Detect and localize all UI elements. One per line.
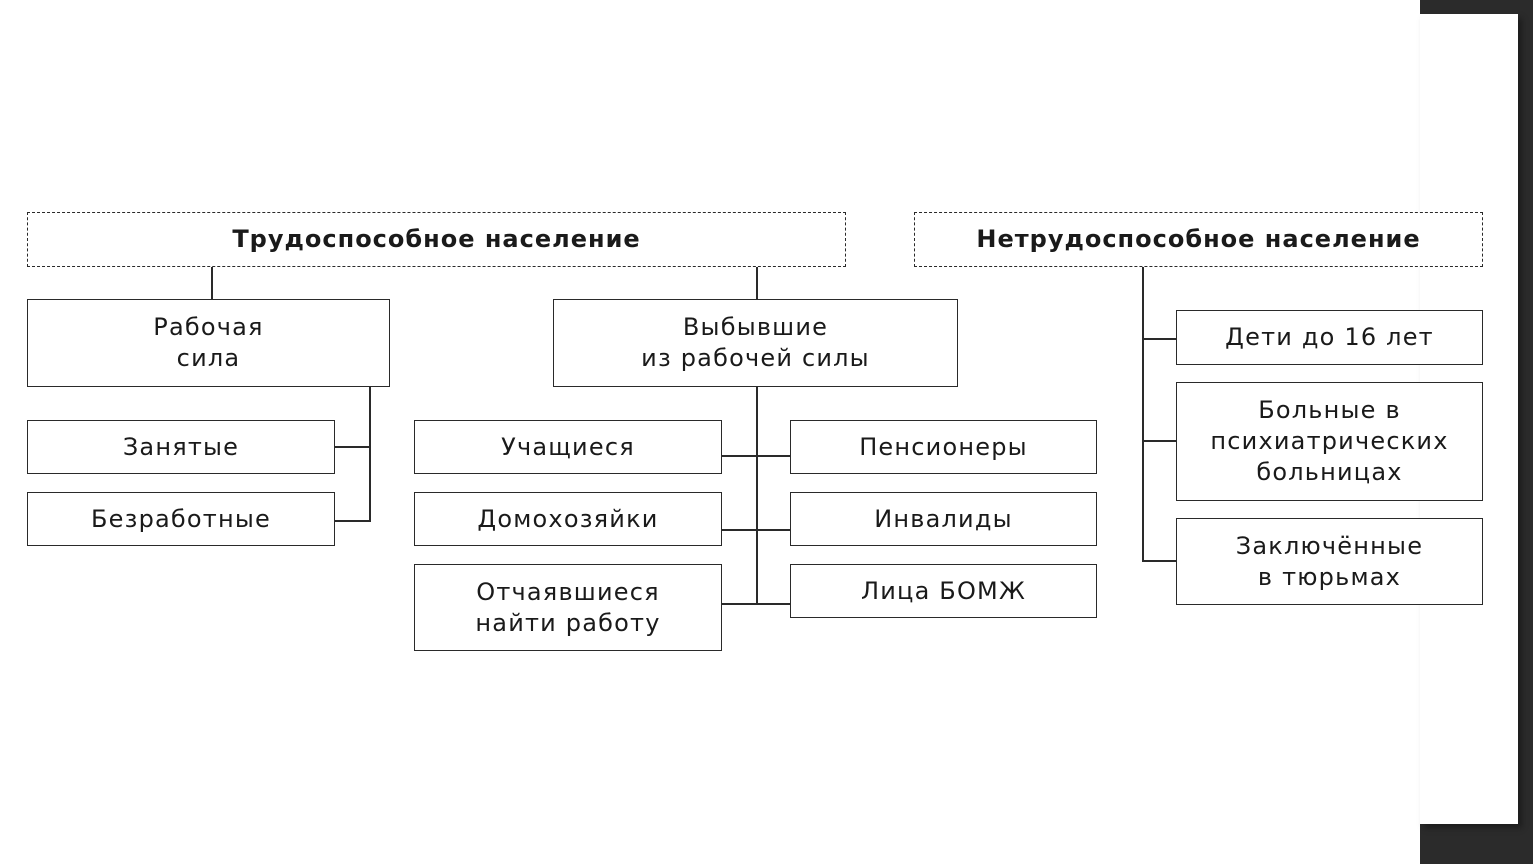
- disabled-population-header: Нетрудоспособное население: [914, 212, 1483, 267]
- connector: [334, 520, 371, 522]
- connector: [721, 603, 790, 605]
- employed-node: Занятые: [27, 420, 335, 474]
- disabled-persons-node: Инвалиды: [790, 492, 1097, 546]
- connector: [756, 386, 758, 605]
- connector: [369, 386, 371, 522]
- students-node: Учащиеся: [414, 420, 722, 474]
- connector: [211, 266, 213, 300]
- connector: [721, 455, 790, 457]
- connector: [1142, 266, 1144, 562]
- labor-force-node: Рабочая сила: [27, 299, 390, 387]
- connector: [1142, 560, 1176, 562]
- able-bodied-population-header: Трудоспособное население: [27, 212, 846, 267]
- homeless-node: Лица БОМЖ: [790, 564, 1097, 618]
- out-of-labor-force-node: Выбывшие из рабочей силы: [553, 299, 958, 387]
- connector: [721, 529, 790, 531]
- unemployed-node: Безработные: [27, 492, 335, 546]
- connector: [334, 446, 371, 448]
- connector: [1142, 440, 1176, 442]
- connector: [1142, 338, 1176, 340]
- psychiatric-patients-node: Больные в психиатрических больницах: [1176, 382, 1483, 501]
- children-under-16-node: Дети до 16 лет: [1176, 310, 1483, 365]
- connector: [756, 266, 758, 300]
- prisoners-node: Заключённые в тюрьмах: [1176, 518, 1483, 605]
- pensioners-node: Пенсионеры: [790, 420, 1097, 474]
- housewives-node: Домохозяйки: [414, 492, 722, 546]
- discouraged-workers-node: Отчаявшиеся найти работу: [414, 564, 722, 651]
